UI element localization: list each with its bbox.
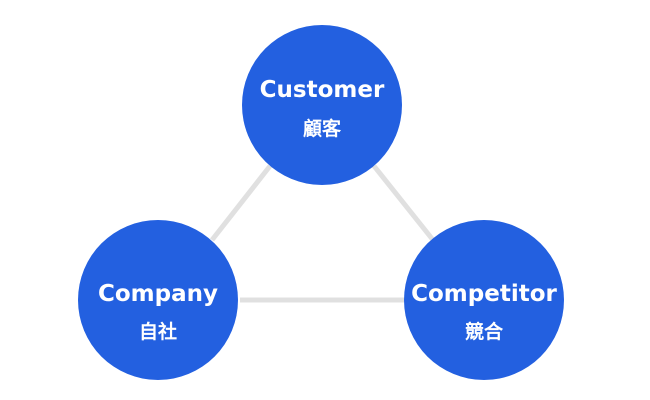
node-competitor-label-ja: 競合 <box>465 320 504 343</box>
node-customer-circle <box>242 25 402 185</box>
node-company: Company 自社 <box>78 220 238 380</box>
node-competitor: Competitor 競合 <box>404 220 564 380</box>
node-customer-label-ja: 顧客 <box>303 117 342 140</box>
node-competitor-label: Competitor <box>411 281 557 307</box>
node-competitor-circle <box>404 220 564 380</box>
edge-customer-competitor <box>372 164 435 242</box>
node-company-label: Company <box>98 281 218 307</box>
node-company-label-ja: 自社 <box>139 320 177 343</box>
node-customer: Customer 顧客 <box>242 25 402 185</box>
edge-customer-company <box>210 164 272 242</box>
node-company-circle <box>78 220 238 380</box>
node-customer-label: Customer <box>260 77 385 103</box>
